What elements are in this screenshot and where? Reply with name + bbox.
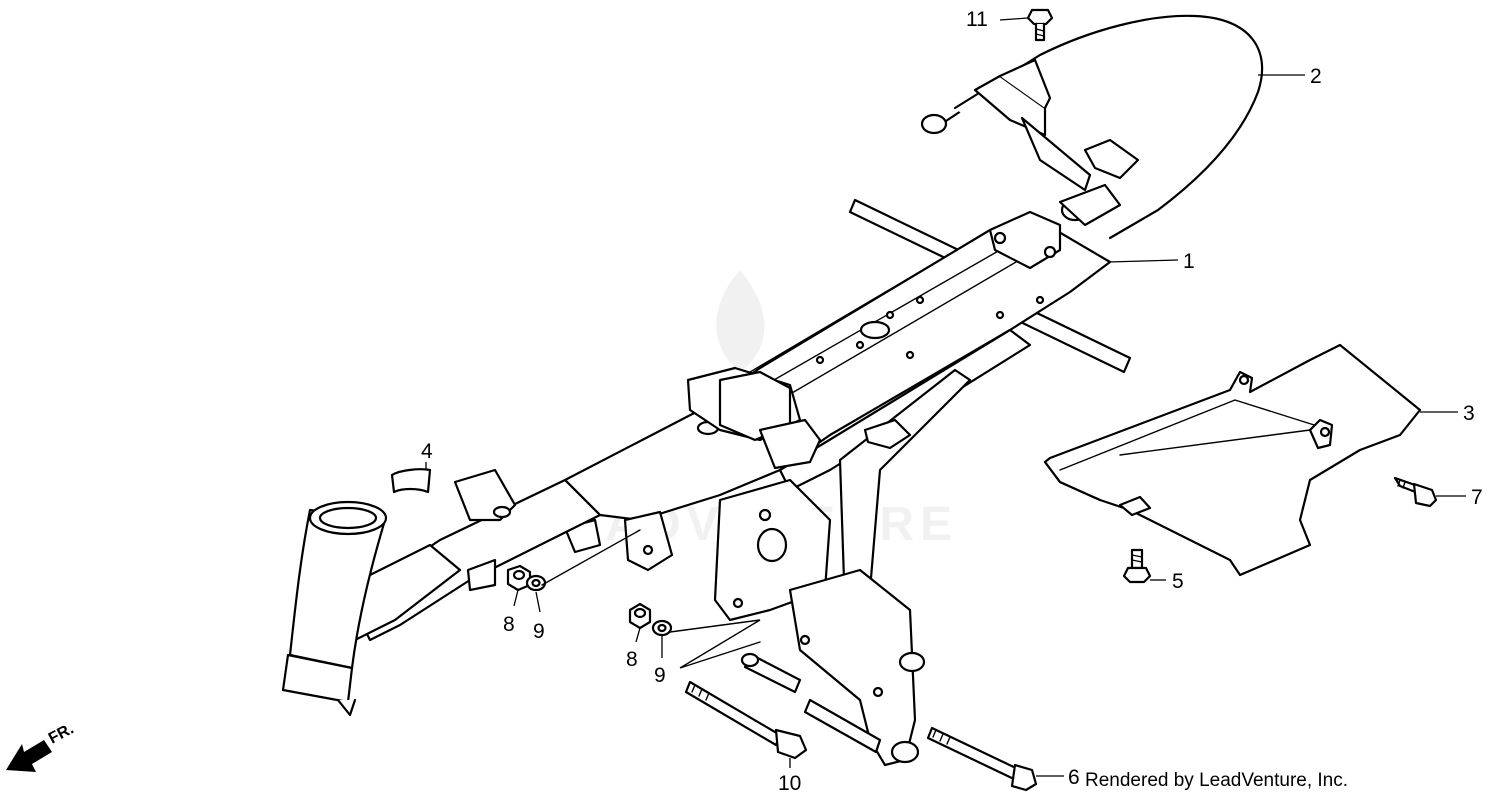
front-direction-indicator: FR. [6,720,77,772]
credit-text: Rendered by LeadVenture, Inc. [1085,770,1349,791]
callout-7: 7 [1471,486,1483,509]
bolt-10 [684,680,808,760]
nut-8b [628,602,652,630]
bolt-5 [1122,548,1152,584]
guide-line-2 [669,619,761,669]
flame-logo-icon [716,270,765,372]
callout-8b: 8 [626,648,638,671]
callout-10: 10 [778,772,801,795]
bolt-11 [1026,8,1054,42]
clip-4 [390,468,432,494]
bolt-6 [926,726,1038,792]
washer-9b [651,619,673,637]
callout-leaders [425,17,1466,777]
skid-plate [1043,343,1422,577]
front-arrow-icon [6,740,52,772]
callout-9b: 9 [654,664,666,687]
callout-11: 11 [966,8,988,31]
callout-9a: 9 [533,620,545,643]
callout-4: 4 [421,440,433,463]
callout-6: 6 [1068,766,1080,789]
main-frame [281,198,1132,767]
callout-2: 2 [1310,65,1322,88]
callout-8a: 8 [503,613,515,636]
front-label: FR. [46,720,77,747]
callout-3: 3 [1463,402,1475,425]
grab-bar [920,14,1264,240]
bolt-7 [1393,476,1438,508]
callout-1: 1 [1183,250,1195,273]
washer-9a [525,574,547,592]
guide-line-1 [541,529,641,586]
callout-5: 5 [1172,570,1184,593]
nut-8a [506,564,532,592]
